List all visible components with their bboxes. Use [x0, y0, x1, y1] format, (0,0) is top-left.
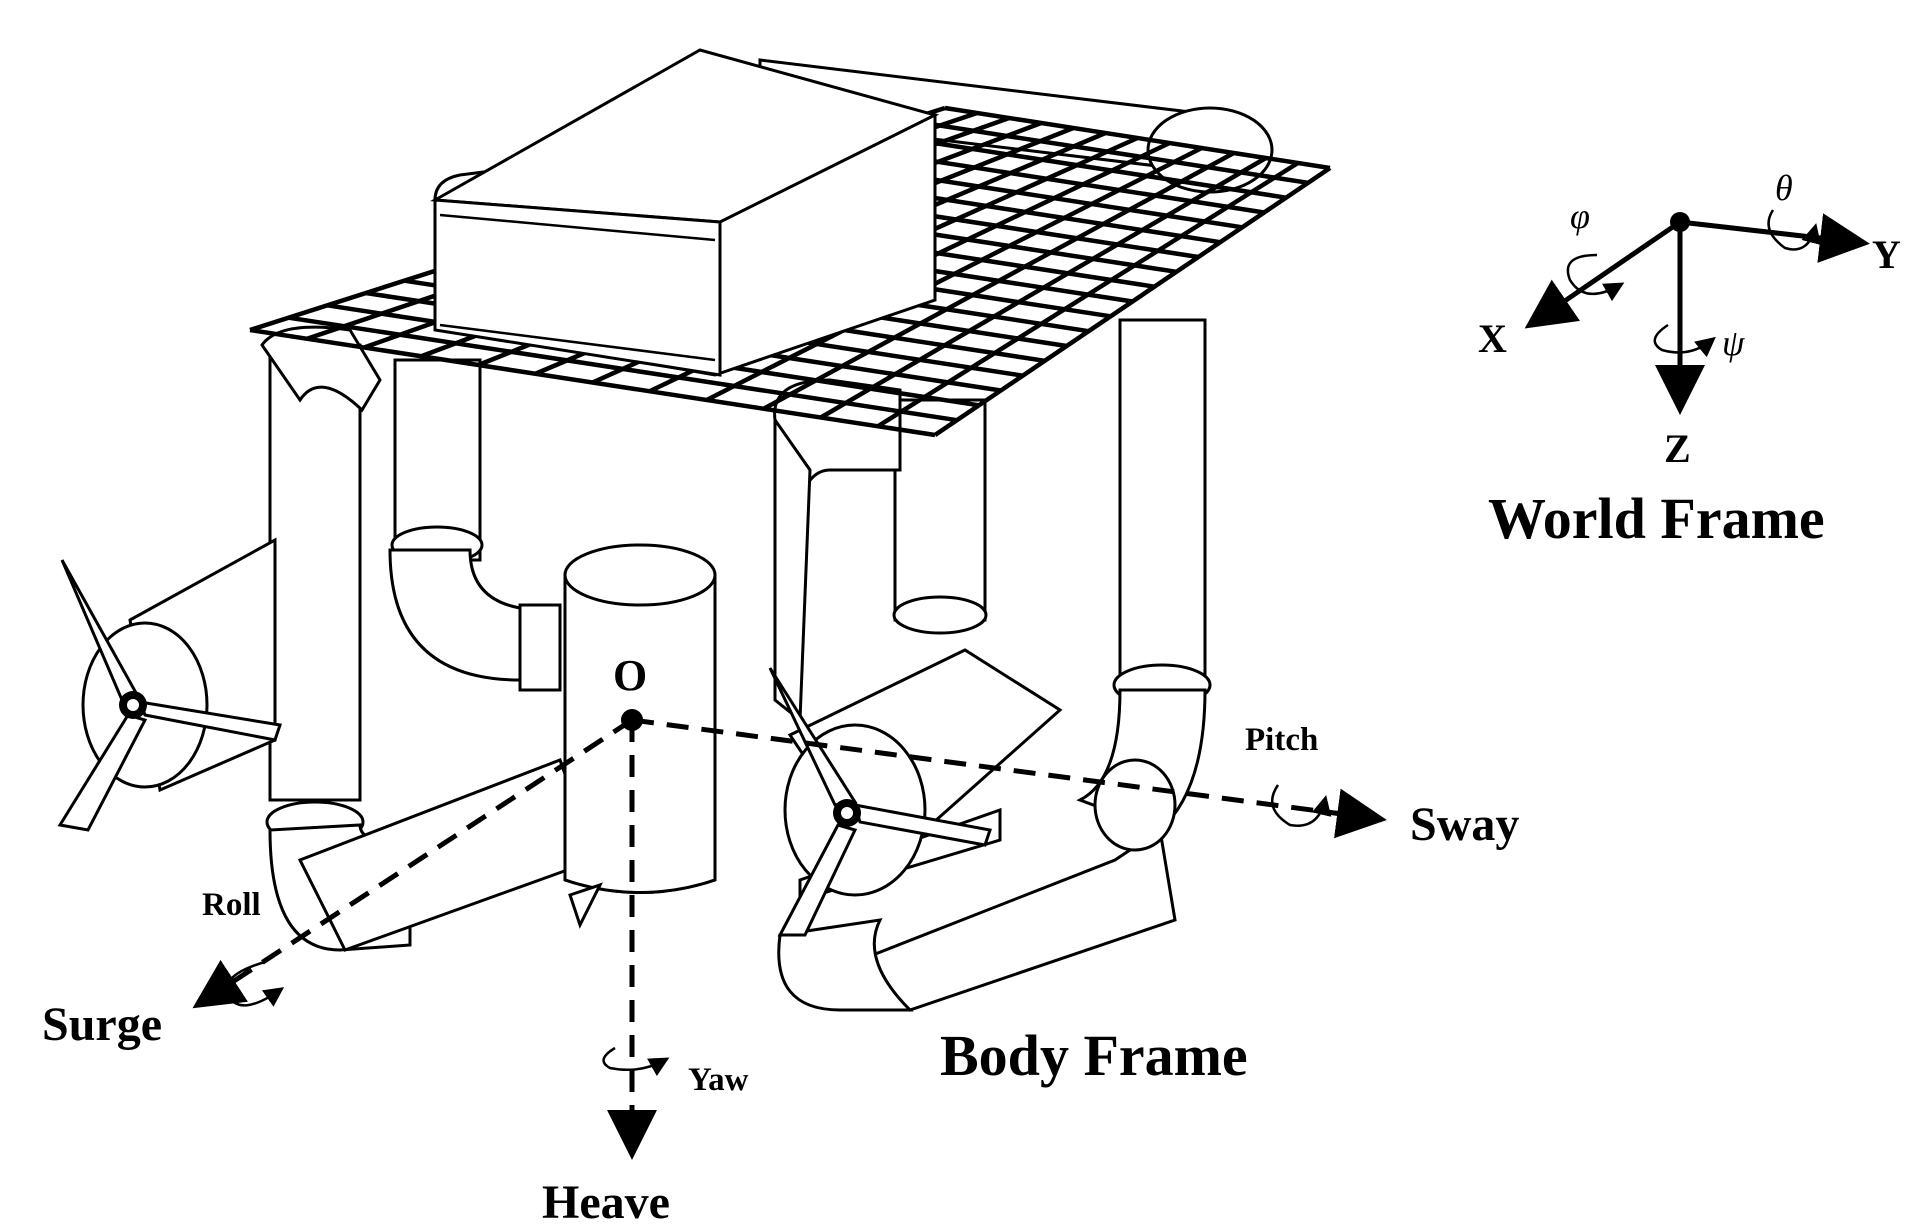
grid-line — [819, 156, 1267, 420]
grid-line — [933, 166, 1332, 437]
surge-label: Surge — [42, 998, 162, 1051]
underwater-robot-drawing — [57, 48, 1332, 1012]
origin-point — [621, 709, 643, 731]
world-frame-title: World Frame — [1488, 486, 1825, 551]
world-y-axis — [1679, 213, 1870, 263]
origin-label: O — [613, 651, 647, 700]
sway-axis — [631, 717, 1387, 839]
grid-line — [762, 151, 1235, 411]
sway-label: Sway — [1410, 798, 1519, 851]
body-frame-axes — [192, 709, 1387, 1160]
psi-rotation-icon — [1653, 323, 1716, 358]
world-frame-axes — [1524, 209, 1870, 415]
world-origin-point — [1670, 212, 1690, 232]
world-x-label: X — [1478, 316, 1507, 361]
psi-label: ψ — [1722, 323, 1745, 363]
world-y-label: Y — [1872, 232, 1901, 277]
roll-rotation-icon — [225, 960, 285, 1007]
theta-label: θ — [1775, 168, 1793, 208]
phi-label: φ — [1570, 196, 1590, 236]
surge-axis — [192, 717, 634, 1009]
pitch-rotation-icon — [1270, 784, 1332, 827]
yaw-rotation-icon — [602, 1046, 670, 1077]
heave-label: Heave — [542, 1176, 670, 1229]
frame-pipes-right — [773, 318, 1212, 832]
roll-label: Roll — [202, 887, 261, 923]
yaw-label: Yaw — [688, 1062, 749, 1098]
electronics-box — [429, 48, 940, 377]
world-z-label: Z — [1664, 426, 1691, 471]
center-cylinder — [563, 543, 717, 929]
thruster-right — [768, 648, 1063, 937]
thruster-left — [57, 537, 282, 832]
phi-rotation-icon — [1566, 253, 1625, 302]
grid-line — [876, 161, 1300, 429]
frame-tubes-bottom — [297, 758, 1177, 1012]
world-x-axis — [1524, 219, 1682, 329]
pitch-label: Pitch — [1245, 722, 1318, 758]
grid-line — [705, 145, 1203, 403]
theta-rotation-icon — [1767, 209, 1821, 251]
body-frame-title: Body Frame — [940, 1023, 1248, 1088]
